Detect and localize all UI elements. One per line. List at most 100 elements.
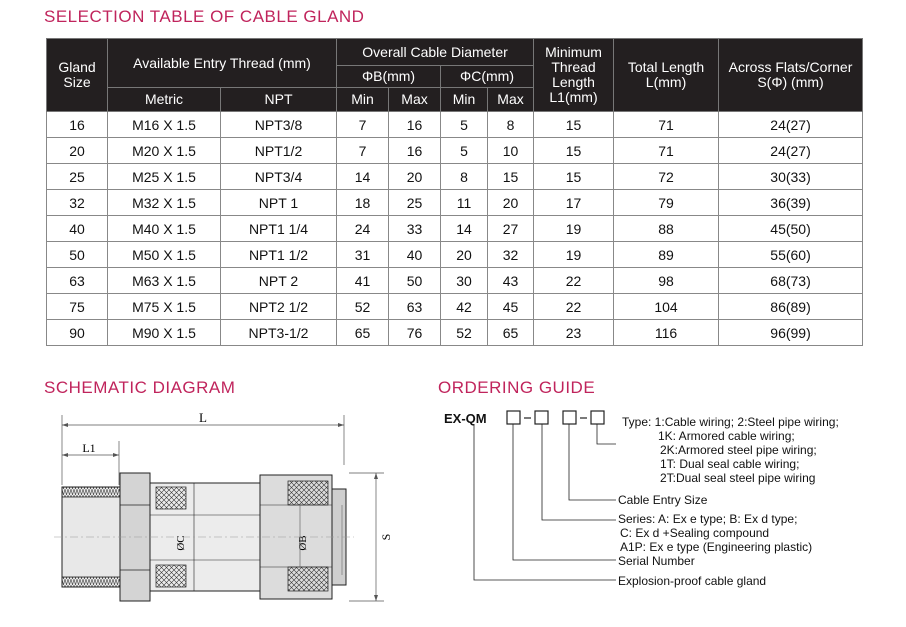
header-phi-c: ΦC(mm) <box>440 65 535 88</box>
label-s: S <box>379 534 393 541</box>
cell: 7 <box>336 137 389 164</box>
cell: 43 <box>487 267 534 294</box>
cell: 40 <box>388 241 441 268</box>
cell: 45(50) <box>718 215 864 242</box>
header-across-flats: Across Flats/Corner S(Φ) (mm) <box>718 38 864 112</box>
header-c-max: Max <box>487 87 535 112</box>
cell: 27 <box>487 215 534 242</box>
cell: M32 X 1.5 <box>107 189 221 216</box>
cell: 19 <box>533 215 614 242</box>
cell: 90 <box>46 319 108 346</box>
ordering-guide: EX-QM Type: 1:Cable wiring; 2:Steel pipe… <box>438 402 898 622</box>
header-b-min: Min <box>336 87 390 112</box>
cell: NPT3/8 <box>219 111 337 138</box>
cell: 33 <box>388 215 441 242</box>
header-min-thread: Minimum Thread Length L1(mm) <box>533 38 615 112</box>
cell: 65 <box>487 319 534 346</box>
label-l1: L1 <box>82 441 95 455</box>
cell: 65 <box>336 319 389 346</box>
cell: 71 <box>613 137 719 164</box>
cell: 7 <box>336 111 389 138</box>
cell: M20 X 1.5 <box>107 137 221 164</box>
cell: 89 <box>613 241 719 268</box>
cell: NPT3/4 <box>219 163 337 190</box>
cell: 96(99) <box>718 319 864 346</box>
header-phi-b: ΦB(mm) <box>336 65 442 88</box>
cell: 72 <box>613 163 719 190</box>
cell: 104 <box>613 293 719 320</box>
cell: M25 X 1.5 <box>107 163 221 190</box>
cell: 42 <box>440 293 488 320</box>
cell: 52 <box>440 319 488 346</box>
cell: 63 <box>46 267 108 294</box>
cell: 31 <box>336 241 389 268</box>
table-title: SELECTION TABLE OF CABLE GLAND <box>44 7 365 26</box>
cell: 15 <box>533 163 614 190</box>
cell: 17 <box>533 189 614 216</box>
header-b-max: Max <box>388 87 442 112</box>
cell: M50 X 1.5 <box>107 241 221 268</box>
cell: 16 <box>388 137 441 164</box>
cell: 20 <box>388 163 441 190</box>
series-box <box>534 410 549 425</box>
cell: M63 X 1.5 <box>107 267 221 294</box>
explosion-proof-label: Explosion-proof cable gland <box>618 574 767 588</box>
order-code: EX-QM <box>444 411 487 426</box>
cell: 19 <box>533 241 614 268</box>
cell: 22 <box>533 293 614 320</box>
cell: 20 <box>46 137 108 164</box>
cell: 22 <box>533 267 614 294</box>
cell: NPT 1 <box>219 189 337 216</box>
cell: 30 <box>440 267 488 294</box>
label-l: L <box>199 410 207 425</box>
cell: 25 <box>46 163 108 190</box>
header-c-min: Min <box>440 87 489 112</box>
cell: M16 X 1.5 <box>107 111 221 138</box>
type-line-5: 2T:Dual seal steel pipe wiring <box>660 471 816 485</box>
cell: 14 <box>440 215 488 242</box>
cell: 8 <box>440 163 488 190</box>
series-line-1: Series: A: Ex e type; B: Ex d type; <box>618 512 798 526</box>
cell: 20 <box>440 241 488 268</box>
cell: 11 <box>440 189 488 216</box>
cell: 52 <box>336 293 389 320</box>
cell: NPT1/2 <box>219 137 337 164</box>
cell: 24(27) <box>718 137 864 164</box>
cell: 36(39) <box>718 189 864 216</box>
header-total-length: Total Length L(mm) <box>613 38 720 112</box>
cell: 86(89) <box>718 293 864 320</box>
cell: NPT2 1/2 <box>219 293 337 320</box>
cell: 98 <box>613 267 719 294</box>
schematic-title: SCHEMATIC DIAGRAM <box>44 378 236 397</box>
type-line-4: 1T: Dual seal cable wiring; <box>660 457 800 471</box>
cell: 16 <box>388 111 441 138</box>
ordering-lines <box>473 410 616 581</box>
cell: 23 <box>533 319 614 346</box>
entry-size-label: Cable Entry Size <box>618 493 708 507</box>
type-box <box>590 410 605 425</box>
serial-box <box>506 410 521 425</box>
cell: 55(60) <box>718 241 864 268</box>
header-overall-diameter: Overall Cable Diameter <box>336 38 535 66</box>
cell: 68(73) <box>718 267 864 294</box>
ordering-title: ORDERING GUIDE <box>438 378 596 397</box>
cell: 10 <box>487 137 534 164</box>
cell: 5 <box>440 137 488 164</box>
header-metric: Metric <box>107 87 221 112</box>
cell: 8 <box>487 111 534 138</box>
type-line-1: Type: 1:Cable wiring; 2:Steel pipe wirin… <box>622 415 839 429</box>
cell: 25 <box>388 189 441 216</box>
cell: 32 <box>46 189 108 216</box>
cell: 76 <box>388 319 441 346</box>
cell: NPT3-1/2 <box>219 319 337 346</box>
cell: 63 <box>388 293 441 320</box>
cell: NPT 2 <box>219 267 337 294</box>
cell: 50 <box>388 267 441 294</box>
